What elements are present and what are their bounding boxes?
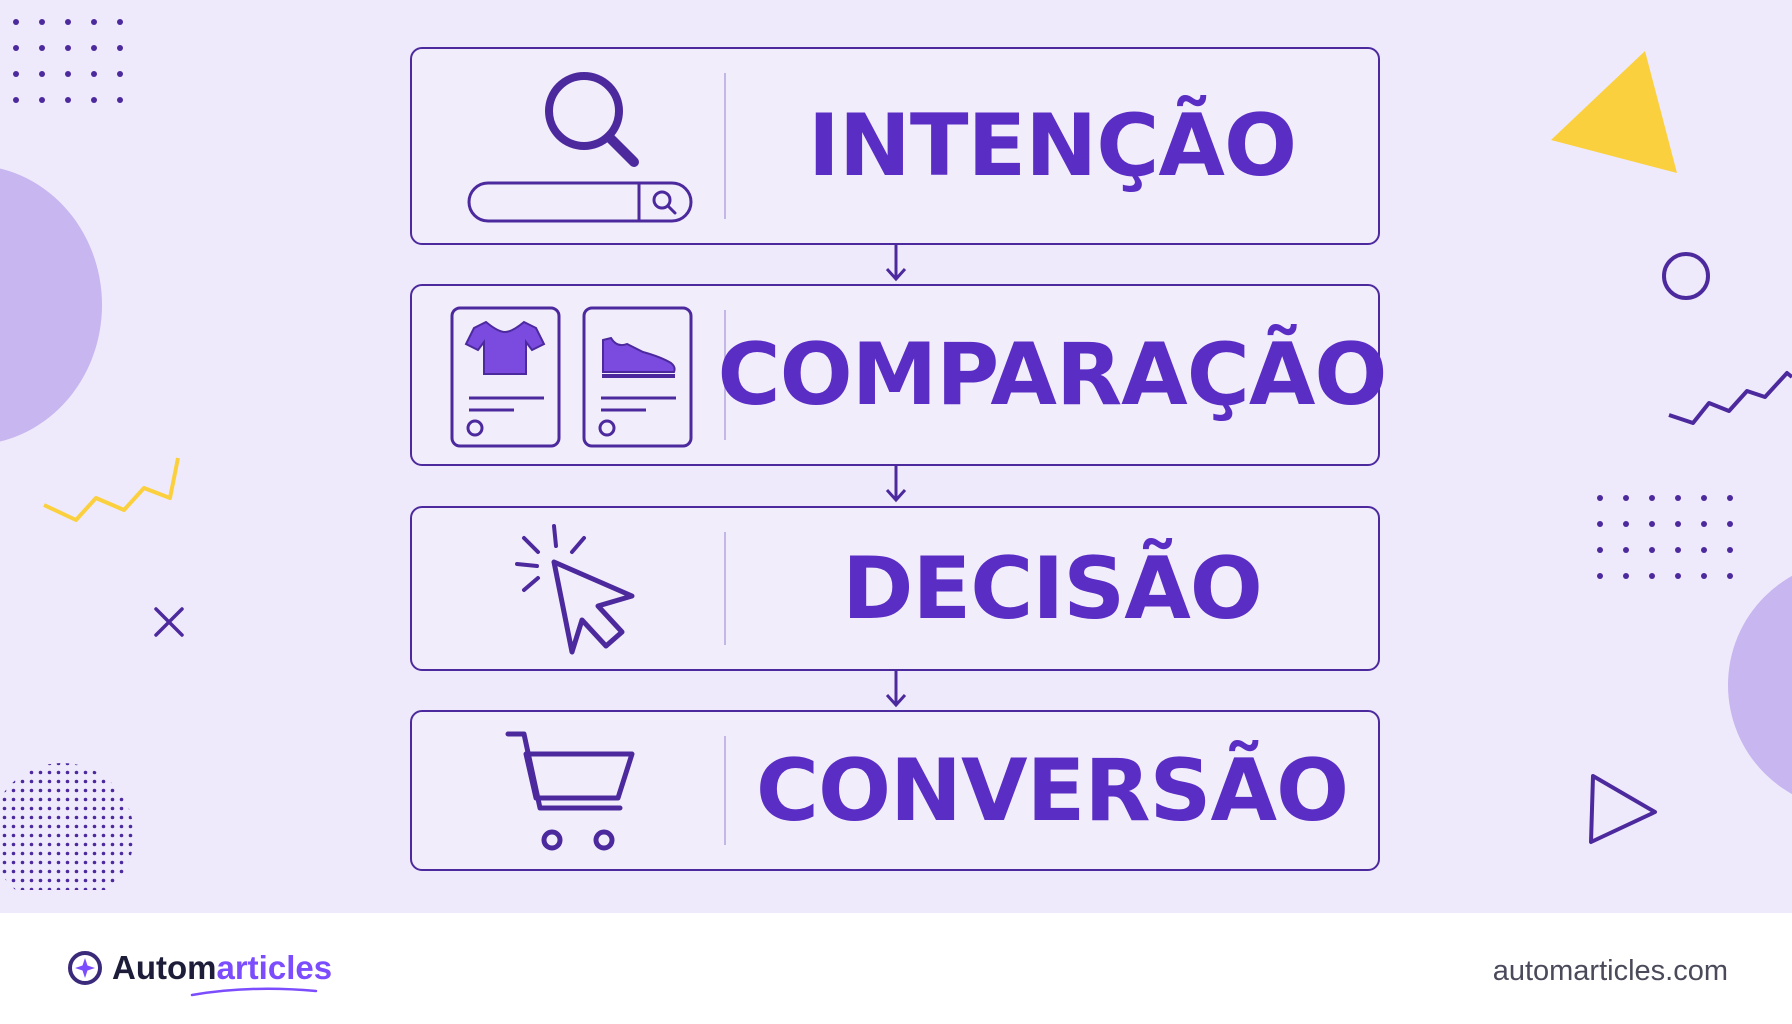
footer: Automarticles automarticles.com — [0, 913, 1792, 1024]
halftone-decoration — [0, 763, 134, 890]
step-intencao: INTENÇÃO — [410, 47, 1380, 245]
shopping-cart-icon — [412, 712, 724, 869]
search-bar-magnifier-icon — [412, 49, 724, 243]
step-comparacao: COMPARAÇÃO — [410, 284, 1388, 466]
step-label: CONVERSÃO — [755, 740, 1349, 841]
dot-grid-decoration — [13, 19, 123, 103]
step-separator — [724, 310, 726, 440]
step-separator — [724, 73, 726, 219]
site-url[interactable]: automarticles.com — [1492, 955, 1728, 987]
zigzag-right-decoration — [1668, 371, 1792, 425]
step-separator — [724, 736, 726, 845]
brand-logo[interactable]: Automarticles — [66, 949, 333, 997]
triangle-decoration — [1551, 51, 1677, 173]
step-label: COMPARAÇÃO — [717, 325, 1387, 425]
play-triangle-decoration — [1589, 774, 1657, 844]
flow-arrow-down-icon — [885, 466, 907, 503]
dot-grid-right-decoration — [1597, 495, 1733, 579]
step-separator — [724, 532, 726, 645]
half-circle-right-decoration — [1728, 560, 1792, 810]
brand-name-prefix: Autom — [112, 949, 217, 986]
brand-underline-decoration — [190, 987, 318, 997]
zigzag-decoration — [43, 457, 180, 522]
diagram-canvas: INTENÇÃO COMPARAÇÃO — [0, 0, 1792, 913]
brand-name-accent: articles — [216, 949, 333, 986]
cursor-click-icon — [412, 508, 724, 669]
flow-arrow-down-icon — [885, 671, 907, 708]
x-mark-decoration — [154, 607, 184, 637]
product-cards-icon — [412, 286, 724, 464]
half-circle-decoration — [0, 165, 102, 445]
step-conversao: CONVERSÃO — [410, 710, 1380, 871]
step-label: DECISÃO — [842, 538, 1263, 639]
circle-outline-decoration — [1662, 252, 1710, 300]
step-label: INTENÇÃO — [807, 96, 1297, 196]
sparkle-logo-icon — [68, 951, 102, 985]
flow-arrow-down-icon — [885, 245, 907, 282]
step-decisao: DECISÃO — [410, 506, 1380, 671]
